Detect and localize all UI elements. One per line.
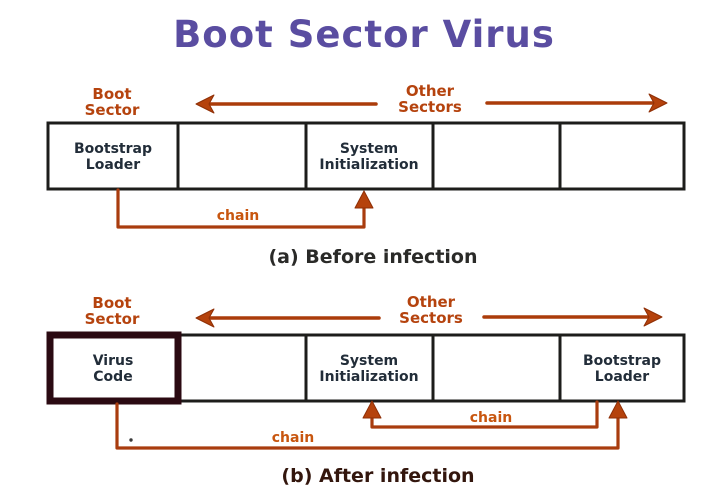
other-sectors-label-line2: Sectors (398, 98, 462, 116)
box1-label-line2: Loader (86, 157, 141, 173)
box5-label-line1: Bootstrap (583, 353, 661, 369)
sector-box-4 (431, 333, 562, 403)
box3-label-line1: System (340, 353, 398, 369)
sector-box-5 (558, 121, 686, 191)
boot-sector-label-line2: Sector (85, 310, 140, 328)
diagram-after-infection: Boot Sector Other Sectors Virus Code Sys… (46, 293, 686, 487)
stray-dot (129, 438, 133, 442)
caption-after-infection: (b) After infection (281, 465, 474, 487)
sector-box-3 (304, 333, 435, 403)
box5-label-line2: Loader (595, 369, 650, 385)
left-arrowhead-icon (195, 308, 215, 328)
sector-box-3 (304, 121, 435, 191)
virus-code-box (46, 331, 182, 405)
boot-sector-label-line2: Sector (85, 101, 140, 119)
sector-box-5 (558, 333, 686, 403)
caption-before-infection: (a) Before infection (269, 246, 478, 268)
chain-arrowhead-icon (354, 190, 374, 209)
box1-label-line1: Virus (93, 353, 134, 369)
other-sectors-label-line1: Other (406, 82, 455, 100)
diagram-before-infection: Boot Sector Other Sectors Bootstrap Load… (46, 82, 686, 268)
chain-arrowhead-icon (608, 400, 628, 419)
sector-box-2 (176, 333, 308, 403)
chain-arrow-line (116, 188, 366, 229)
left-arrowhead-icon (195, 94, 215, 114)
box3-label-line2: Initialization (319, 369, 418, 385)
chain-arrowhead-icon (362, 400, 382, 419)
box1-label-line1: Bootstrap (74, 141, 152, 157)
box3-label-line1: System (340, 141, 398, 157)
chain-label-lower: chain (272, 430, 314, 446)
box1-label-line2: Code (93, 369, 132, 385)
page-title: Boot Sector Virus (173, 13, 555, 56)
other-sectors-label-line2: Sectors (399, 309, 463, 327)
chain-label-upper: chain (470, 410, 512, 426)
sector-box-4 (431, 121, 562, 191)
right-arrowhead-icon (643, 307, 663, 327)
chain-label: chain (217, 208, 259, 224)
boot-sector-label-line1: Boot (92, 294, 131, 312)
other-sectors-label-line1: Other (407, 293, 456, 311)
chain-arrow-lower-line (115, 402, 620, 450)
box3-label-line2: Initialization (319, 157, 418, 173)
right-arrowhead-icon (648, 93, 668, 113)
sector-box-2 (176, 121, 308, 191)
boot-sector-label-line1: Boot (92, 85, 131, 103)
